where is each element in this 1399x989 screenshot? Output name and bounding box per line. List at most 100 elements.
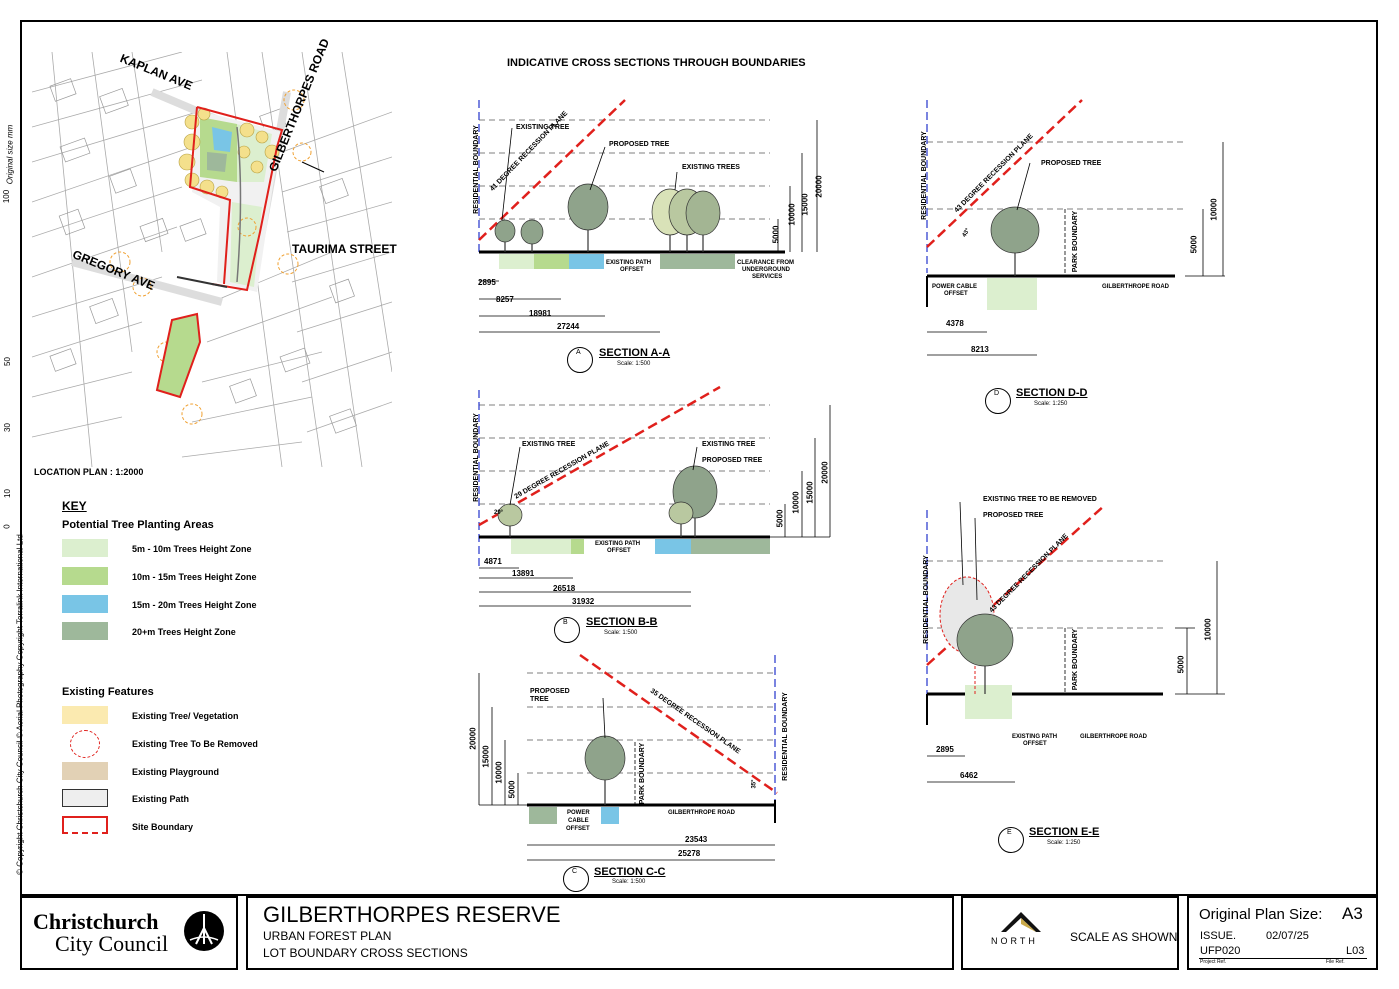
north-scale-box bbox=[961, 896, 1179, 970]
ref-divider bbox=[1199, 958, 1367, 959]
section-d-title: SECTION D-D bbox=[1016, 387, 1088, 399]
section-c-height-5000: 5000 bbox=[507, 780, 517, 799]
plan-size-value: A3 bbox=[1342, 904, 1363, 923]
section-d-residential-boundary: RESIDENTIAL BOUNDARY bbox=[920, 131, 928, 220]
north-label: NORTH bbox=[991, 936, 1038, 946]
section-c-label-power: POWER bbox=[567, 810, 590, 816]
scale-tick-50: 50 bbox=[2, 357, 12, 366]
section-a-marker-letter: A bbox=[576, 349, 581, 356]
scale-as-shown: SCALE AS SHOWN bbox=[1070, 930, 1178, 944]
council-emblem-icon bbox=[184, 911, 224, 951]
section-a-label-existing-trees: EXISTING TREES bbox=[682, 164, 740, 171]
street-label-taurima: TAURIMA STREET bbox=[292, 242, 397, 256]
planting-areas-title: Potential Tree Planting Areas bbox=[62, 519, 214, 531]
project-ref: UFP020 bbox=[1200, 945, 1241, 957]
section-a-scale: Scale: 1:500 bbox=[617, 361, 651, 367]
key-label-tree-removed: Existing Tree To Be Removed bbox=[132, 739, 258, 749]
key-label-site-boundary: Site Boundary bbox=[132, 822, 194, 832]
location-plan-map bbox=[32, 52, 392, 467]
key-label-path: Existing Path bbox=[132, 794, 190, 804]
section-a-height-15000: 15000 bbox=[800, 193, 810, 216]
section-d-scale: Scale: 1:250 bbox=[1034, 401, 1068, 407]
swatch-15-20m bbox=[62, 595, 108, 613]
key-title: KEY bbox=[62, 499, 87, 513]
section-a-height-5000: 5000 bbox=[771, 225, 781, 244]
section-c-label-offset: OFFSET bbox=[566, 826, 590, 832]
section-c-dim-25278: 25278 bbox=[678, 849, 701, 858]
section-a-a-drawing bbox=[478, 99, 818, 333]
section-e-height-5000: 5000 bbox=[1176, 655, 1186, 674]
section-a-residential-boundary: RESIDENTIAL BOUNDARY bbox=[472, 125, 480, 214]
scale-tick-100: 100 bbox=[2, 189, 12, 204]
section-e-height-10000: 10000 bbox=[1203, 618, 1213, 641]
swatch-20m-plus bbox=[62, 622, 108, 640]
section-d-dim-4378: 4378 bbox=[946, 319, 964, 328]
key-label-5-10m: 5m - 10m Trees Height Zone bbox=[132, 544, 252, 554]
section-d-label-offset: OFFSET bbox=[944, 291, 968, 297]
swatch-10-15m bbox=[62, 567, 108, 585]
section-b-dim-26518: 26518 bbox=[553, 584, 576, 593]
section-e-label-tree-removed: EXISTING TREE TO BE REMOVED bbox=[983, 496, 1097, 503]
section-d-label-power-cable: POWER CABLE bbox=[932, 284, 977, 290]
section-c-park-boundary: PARK BOUNDARY bbox=[639, 742, 647, 805]
section-e-dim-2895: 2895 bbox=[936, 745, 954, 754]
section-c-label-cable: CABLE bbox=[568, 818, 589, 824]
section-b-dim-31932: 31932 bbox=[572, 597, 595, 606]
section-a-label-existing-tree: EXISTING TREE bbox=[516, 124, 570, 131]
swatch-tree-removed bbox=[70, 730, 100, 758]
section-d-d-drawing bbox=[926, 99, 1225, 356]
section-d-marker-letter: D bbox=[994, 390, 1000, 397]
section-c-marker-letter: C bbox=[572, 868, 578, 875]
section-c-height-10000: 10000 bbox=[494, 761, 504, 784]
swatch-site-boundary bbox=[62, 816, 108, 834]
section-d-dim-8213: 8213 bbox=[971, 345, 989, 354]
swatch-5-10m bbox=[62, 539, 108, 557]
existing-features-title: Existing Features bbox=[62, 686, 154, 698]
section-b-residential-boundary: RESIDENTIAL BOUNDARY bbox=[472, 413, 480, 502]
section-c-height-15000: 15000 bbox=[481, 745, 491, 768]
scale-ruler bbox=[20, 85, 21, 530]
section-e-dim-6462: 6462 bbox=[960, 771, 978, 780]
swatch-path bbox=[62, 789, 108, 807]
key-label-20m-plus: 20+m Trees Height Zone bbox=[132, 627, 236, 637]
scale-tick-30: 30 bbox=[2, 423, 12, 432]
project-title-box bbox=[246, 896, 954, 970]
section-d-park-boundary: PARK BOUNDARY bbox=[1072, 210, 1080, 273]
issue-label: ISSUE. bbox=[1200, 930, 1237, 942]
section-a-height-10000: 10000 bbox=[787, 203, 797, 226]
section-c-c-drawing bbox=[478, 653, 778, 861]
key-label-playground: Existing Playground bbox=[132, 767, 220, 777]
section-d-marker bbox=[985, 388, 1011, 414]
project-subtitle-1: URBAN FOREST PLAN bbox=[263, 929, 392, 943]
section-b-scale: Scale: 1:500 bbox=[604, 630, 638, 636]
copyright-notice: © Copyright Christchurch City Council © … bbox=[15, 534, 25, 875]
section-d-height-5000: 5000 bbox=[1189, 235, 1199, 254]
section-a-label-proposed-tree: PROPOSED TREE bbox=[609, 141, 670, 148]
swatch-existing-tree bbox=[62, 706, 108, 724]
plan-size-label: Original Plan Size: bbox=[1199, 906, 1323, 923]
north-arrow-icon bbox=[1001, 912, 1041, 932]
section-e-title: SECTION E-E bbox=[1029, 826, 1100, 838]
section-e-residential-boundary: RESIDENTIAL BOUNDARY bbox=[922, 555, 930, 644]
section-e-label-proposed-tree: PROPOSED TREE bbox=[983, 512, 1044, 519]
plan-info-box bbox=[1187, 896, 1378, 970]
scale-caption: Original size mm bbox=[5, 124, 15, 185]
section-b-label-proposed-tree: PROPOSED TREE bbox=[702, 457, 763, 464]
council-logo-line2: City Council bbox=[55, 931, 169, 956]
section-e-label-offset: OFFSET bbox=[1023, 741, 1047, 747]
section-a-label-services: SERVICES bbox=[752, 274, 783, 280]
section-a-dim-2895: 2895 bbox=[478, 278, 496, 287]
section-a-marker bbox=[567, 347, 593, 373]
section-a-dim-27244: 27244 bbox=[557, 322, 580, 331]
section-c-angle: 35° bbox=[751, 779, 758, 789]
section-a-label-underground: UNDERGROUND bbox=[742, 267, 790, 273]
swatch-playground bbox=[62, 762, 108, 780]
section-b-label-existing-path: EXISTING PATH bbox=[595, 541, 641, 547]
section-e-marker bbox=[998, 827, 1024, 853]
project-title: GILBERTHORPES RESERVE bbox=[263, 902, 561, 927]
project-subtitle-2: LOT BOUNDARY CROSS SECTIONS bbox=[263, 946, 468, 960]
section-c-title: SECTION C-C bbox=[594, 866, 666, 878]
section-b-height-15000: 15000 bbox=[805, 481, 815, 504]
section-b-height-10000: 10000 bbox=[791, 491, 801, 514]
section-e-e-drawing bbox=[926, 501, 1225, 783]
